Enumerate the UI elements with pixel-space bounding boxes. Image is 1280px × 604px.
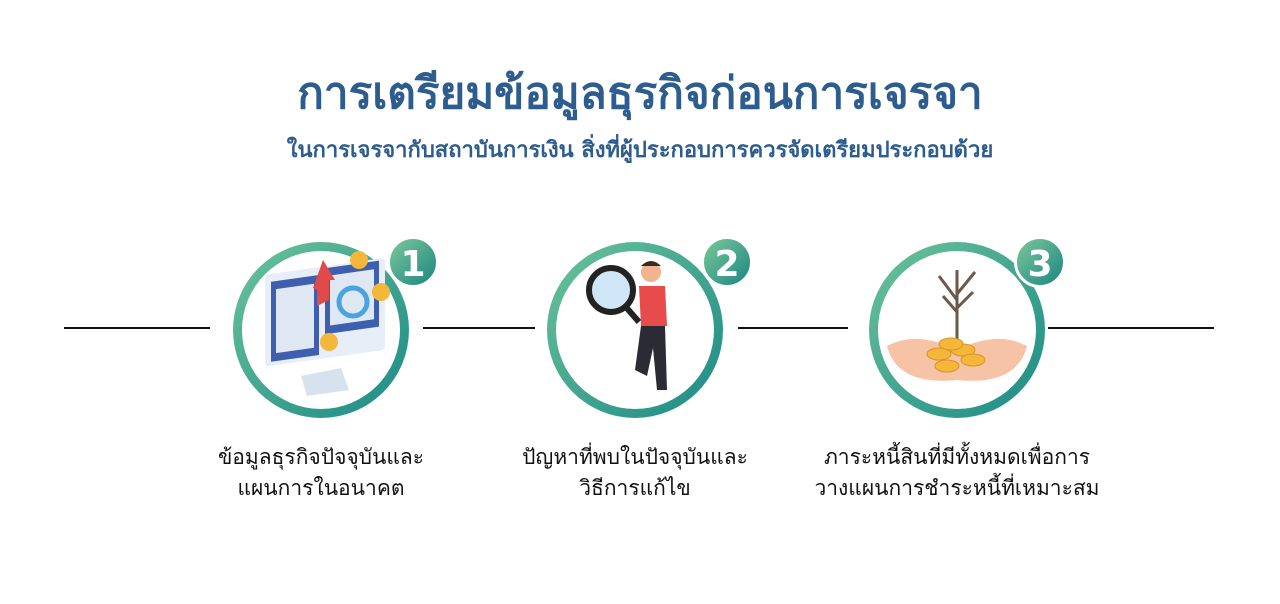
hands-coins-tree-icon: [887, 270, 1027, 381]
step-3-caption-line2: วางแผนการชำระหนี้ที่เหมาะสม: [814, 476, 1100, 500]
computer-dashboard-icon: [265, 251, 390, 396]
page-title: การเตรียมข้อมูลธุรกิจก่อนการเจรจา: [297, 68, 983, 119]
connector-line: [1048, 327, 1214, 329]
step-3-caption-line1: ภาระหนี้สินที่มีทั้งหมดเพื่อการ: [823, 445, 1091, 469]
connector-line: [738, 327, 848, 329]
step-1-caption: ข้อมูลธุรกิจปัจจุบันและ แผนการในอนาคต: [151, 442, 491, 504]
step-2-caption: ปัญหาที่พบในปัจจุบันและ วิธีการแก้ไข: [465, 442, 805, 504]
step-3-caption: ภาระหนี้สินที่มีทั้งหมดเพื่อการ วางแผนกา…: [787, 442, 1127, 504]
connector-line: [423, 327, 535, 329]
magnifying-glass-person-icon: [586, 261, 667, 390]
step-1-caption-line2: แผนการในอนาคต: [237, 476, 405, 500]
step-2-badge: 2: [701, 236, 753, 288]
step-2-caption-line2: วิธีการแก้ไข: [579, 476, 691, 500]
step-2-caption-line1: ปัญหาที่พบในปัจจุบันและ: [522, 445, 748, 469]
step-3-badge: 3: [1014, 236, 1066, 288]
step-2-ring: [547, 242, 723, 418]
step-1-caption-line1: ข้อมูลธุรกิจปัจจุบันและ: [217, 445, 425, 469]
connector-line: [64, 327, 210, 329]
page-subtitle: ในการเจรจากับสถาบันการเงิน สิ่งที่ผู้ประ…: [286, 138, 994, 163]
step-1-badge: 1: [387, 236, 439, 288]
